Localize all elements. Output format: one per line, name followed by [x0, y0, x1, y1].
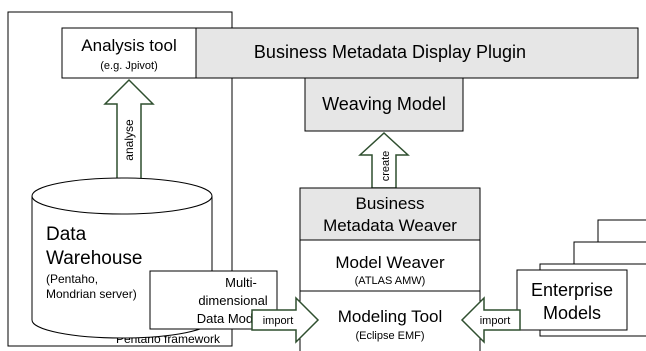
data-warehouse-line2: Warehouse — [46, 248, 142, 269]
data-model-line1: Multi- — [225, 275, 257, 290]
enterprise-models-box — [516, 269, 628, 331]
import-arrow-right — [460, 296, 521, 344]
model-weaver-subtitle: (ATLAS AMW) — [355, 275, 426, 287]
business-metadata-weaver-line1: Business — [356, 194, 425, 213]
modeling-tool-subtitle: (Eclipse EMF) — [355, 330, 424, 342]
business-metadata-weaver-line2: Metadata Weaver — [323, 216, 457, 235]
data-warehouse-line3: (Pentaho, — [46, 272, 98, 286]
weaving-model-box — [304, 77, 464, 132]
business-metadata-display-plugin-box — [194, 27, 639, 79]
analysis-tool-title: Analysis tool — [81, 36, 176, 55]
model-weaver-box — [299, 239, 481, 292]
weaving-model-label: Weaving Model — [322, 94, 446, 114]
data-warehouse-line4: Mondrian server) — [46, 287, 137, 301]
import-arrow-left-label: import — [263, 315, 294, 327]
data-warehouse-cylinder-top — [31, 177, 213, 215]
enterprise-models-line2: Models — [543, 303, 601, 323]
analysis-tool-box — [61, 27, 197, 79]
import-arrow-left — [251, 296, 320, 344]
analysis-tool-subtitle: (e.g. Jpivot) — [100, 60, 157, 72]
create-arrow-label: create — [380, 151, 392, 182]
import-arrow-right-label: import — [480, 315, 511, 327]
data-model-line2: dimensional — [198, 293, 267, 308]
analyse-arrow-label: analyse — [122, 119, 136, 161]
data-warehouse-line1: Data — [46, 224, 87, 245]
modeling-tool-title: Modeling Tool — [338, 307, 443, 326]
pentaho-framework-frame — [7, 11, 233, 347]
model-weaver-title: Model Weaver — [335, 253, 445, 272]
business-metadata-display-plugin-label: Business Metadata Display Plugin — [254, 42, 526, 62]
enterprise-models-line1: Enterprise — [531, 280, 613, 300]
create-arrow — [358, 131, 410, 189]
data-model-line3: Data Model — [197, 311, 264, 326]
